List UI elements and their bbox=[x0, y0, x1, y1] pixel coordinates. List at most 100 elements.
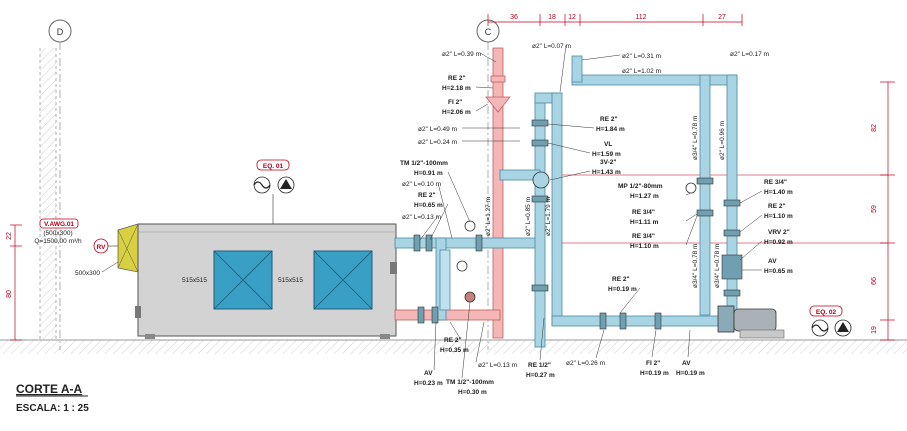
label-l26: RE 3/4" bbox=[632, 209, 655, 216]
gridline-c: C bbox=[476, 19, 500, 350]
label-l13: ø2" L=0.13 m bbox=[402, 214, 441, 221]
pipe-labels: ø2" L=0.39 m RE 2" H=2.18 m FI 2" H=2.06… bbox=[400, 43, 793, 396]
grid-c-label: C bbox=[485, 27, 492, 37]
label-l39: H=0.19 m bbox=[608, 286, 637, 293]
label-l24: MP 1/2"-80mm bbox=[618, 183, 663, 190]
section-title: CORTE A-A bbox=[16, 382, 83, 396]
label-v6: ø3/4" L=0.78 m bbox=[692, 244, 699, 288]
dim-left-1: 22 bbox=[6, 232, 13, 240]
rv-label: RV bbox=[97, 244, 107, 251]
label-l22: 3V-2" bbox=[600, 159, 616, 166]
grille-2-label: 515x515 bbox=[278, 277, 303, 284]
label-l47: ø2" L=0.13 m bbox=[478, 362, 517, 369]
label-l53: H=0.23 m bbox=[414, 380, 443, 387]
label-l48: TM 1/2"-100mm bbox=[446, 379, 494, 386]
eq02-tag: EQ. 02 bbox=[809, 305, 852, 337]
label-l18: RE 2" bbox=[600, 116, 618, 123]
label-l25: H=1.27 m bbox=[630, 193, 659, 200]
eq01-tag: EQ. 01 bbox=[253, 159, 295, 224]
pump bbox=[717, 305, 785, 339]
dim-right-1: 82 bbox=[871, 124, 878, 132]
awg-tag: V.AWG.01 (500x300) Q=1500,00 m³/h bbox=[34, 218, 82, 245]
blue-piping bbox=[394, 55, 738, 348]
label-l10: ø2" L=0.10 m bbox=[402, 181, 441, 188]
label-l35: H=0.92 m bbox=[764, 239, 793, 246]
label-l40: FI 2" bbox=[646, 360, 660, 367]
awg-size: (500x300) bbox=[43, 230, 72, 237]
dim-top-5: 27 bbox=[718, 14, 726, 21]
dim-top-2: 18 bbox=[548, 14, 556, 21]
label-v2: ø2" L=0.85 m bbox=[525, 197, 532, 236]
label-l16: ø2" L=1.02 m bbox=[622, 68, 661, 75]
eq02-label: EQ. 02 bbox=[816, 309, 837, 316]
label-l31: H=1.40 m bbox=[764, 189, 793, 196]
right-dimension-chain bbox=[555, 81, 895, 341]
gridline-d: D bbox=[48, 19, 72, 350]
label-l36: AV bbox=[768, 258, 777, 265]
leader-lines bbox=[419, 44, 763, 379]
rv-marker: RV bbox=[93, 238, 118, 254]
label-l52: AV bbox=[424, 370, 433, 377]
awg-flow: Q=1500,00 m³/h bbox=[34, 238, 82, 245]
label-l08: TM 1/2"-100mm bbox=[400, 160, 448, 167]
label-l49: H=0.30 m bbox=[458, 389, 487, 396]
label-l33: H=1.10 m bbox=[764, 213, 793, 220]
label-l12: H=0.65 m bbox=[414, 202, 443, 209]
label-l50: RE 2" bbox=[444, 337, 462, 344]
label-l21: H=1.59 m bbox=[592, 151, 621, 158]
dim-right-3: 66 bbox=[871, 277, 878, 285]
duct-size-label: 500x300 bbox=[75, 270, 100, 277]
label-v1: ø2" L=1.27 m bbox=[485, 197, 492, 236]
dim-left-2: 80 bbox=[6, 290, 13, 298]
dim-top-1: 36 bbox=[510, 14, 518, 21]
gauges bbox=[456, 171, 697, 303]
grille-1 bbox=[213, 250, 273, 310]
label-l17: ø2" L=0.17 m bbox=[730, 51, 769, 58]
label-l32: RE 2" bbox=[768, 203, 786, 210]
wall-d bbox=[39, 48, 57, 340]
label-l19: H=1.84 m bbox=[596, 126, 625, 133]
vertical-pipe-labels: ø2" L=1.27 m ø2" L=0.85 m ø2" L=1.79 m ø… bbox=[485, 116, 726, 288]
awg-tag-label: V.AWG.01 bbox=[44, 221, 74, 228]
label-l42: AV bbox=[682, 360, 691, 367]
left-dimension-chain bbox=[10, 224, 22, 341]
label-l29: H=1.10 m bbox=[630, 243, 659, 250]
supply-duct bbox=[117, 223, 139, 273]
label-l43: H=0.19 m bbox=[676, 370, 705, 377]
label-l14: ø2" L=0.07 m bbox=[532, 43, 571, 50]
section-scale: ESCALA: 1 : 25 bbox=[16, 403, 89, 414]
dim-top-3: 12 bbox=[568, 14, 576, 21]
grid-d-label: D bbox=[57, 27, 64, 37]
label-l02: RE 2" bbox=[448, 75, 466, 82]
dim-right-4: 19 bbox=[871, 326, 878, 334]
dim-right-2: 59 bbox=[871, 205, 878, 213]
label-l38: RE 2" bbox=[612, 276, 630, 283]
label-l05: H=2.06 m bbox=[442, 109, 471, 116]
label-l04: FI 2" bbox=[448, 99, 462, 106]
fittings bbox=[413, 119, 743, 330]
label-l30: RE 3/4" bbox=[764, 179, 787, 186]
top-dimension-chain bbox=[487, 14, 743, 26]
label-l46: H=0.27 m bbox=[526, 372, 555, 379]
eq01-label: EQ. 01 bbox=[263, 163, 284, 170]
label-l45: RE 1/2" bbox=[528, 362, 551, 369]
label-l03: H=2.18 m bbox=[442, 85, 471, 92]
label-l27: H=1.11 m bbox=[630, 219, 659, 226]
label-l01: ø2" L=0.39 m bbox=[442, 51, 481, 58]
label-l15: ø2" L=0.31 m bbox=[622, 53, 661, 60]
label-l44: ø2" L=0.26 m bbox=[566, 360, 605, 367]
label-l51: H=0.35 m bbox=[440, 347, 469, 354]
label-l34: VRV 2" bbox=[768, 229, 790, 236]
grille-2 bbox=[313, 250, 373, 310]
label-l20: VL bbox=[604, 141, 612, 148]
label-l11: RE 2" bbox=[418, 192, 436, 199]
red-riser bbox=[394, 47, 511, 339]
label-l37: H=0.65 m bbox=[764, 268, 793, 275]
label-l23: H=1.43 m bbox=[592, 169, 621, 176]
label-l41: H=0.19 m bbox=[640, 370, 669, 377]
grille-1-label: 515x515 bbox=[182, 277, 207, 284]
label-l06: ø2" L=0.49 m bbox=[418, 126, 457, 133]
label-l09: H=0.91 m bbox=[414, 170, 443, 177]
label-v3: ø2" L=1.79 m bbox=[545, 197, 552, 236]
